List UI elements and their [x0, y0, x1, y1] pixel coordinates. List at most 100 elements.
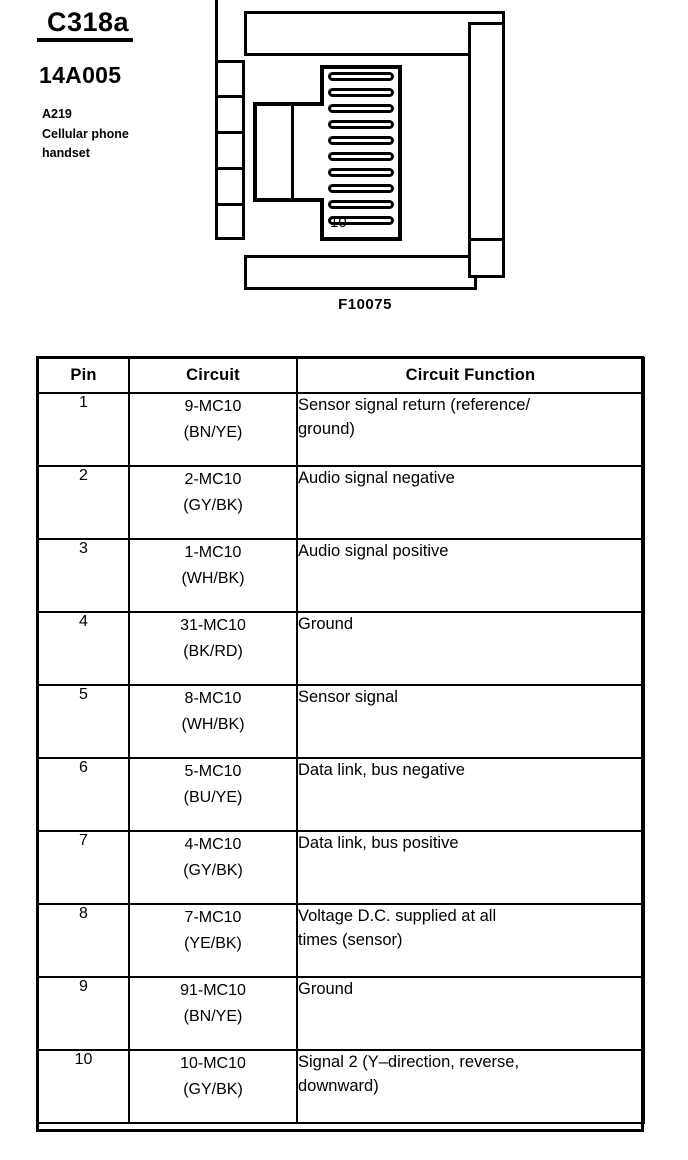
latch-tab-divider	[215, 95, 245, 98]
function-text-line: Audio signal positive	[298, 542, 449, 560]
terminal-pocket-edge	[253, 102, 324, 106]
diagram-reference-label: F10075	[338, 296, 392, 313]
table-row: 5 8-MC10 (WH/BK) Sensor signal	[37, 684, 645, 759]
terminal-number-label: 10	[330, 214, 347, 231]
circuit-code: 91-MC10	[180, 982, 246, 999]
terminal-pocket-divider	[291, 102, 294, 202]
cell-circuit-function: Sensor signal return (reference/ground)	[296, 392, 645, 467]
wire-color-code: (BU/YE)	[183, 788, 243, 806]
connector-side-rail	[468, 22, 505, 278]
connector-housing-top-flange	[244, 11, 505, 56]
function-text-line: Signal 2 (Y–direction, reverse,	[298, 1053, 520, 1071]
latch-tab-divider	[215, 167, 245, 170]
function-text-line: Data link, bus negative	[298, 761, 465, 779]
component-name-line2: handset	[42, 146, 90, 161]
terminal-slot	[328, 120, 394, 129]
terminal-pocket-edge	[320, 65, 402, 69]
cell-pin-number: 1	[37, 392, 130, 467]
cell-pin-number: 2	[37, 465, 130, 540]
cell-circuit-function: Audio signal negative	[296, 465, 645, 540]
table-row: 10 10-MC10 (GY/BK) Signal 2 (Y–direction, r…	[37, 1049, 645, 1124]
cell-pin-number: 7	[37, 830, 130, 905]
table-row: 2 2-MC10 (GY/BK) Audio signal negative	[37, 465, 645, 540]
cell-circuit: 10-MC10 (GY/BK)	[128, 1049, 298, 1124]
column-header-pin: Pin	[37, 357, 130, 394]
connector-latch-tab-strip	[215, 60, 245, 240]
cell-circuit-function: Sensor signal	[296, 684, 645, 759]
terminal-pocket-edge	[320, 237, 402, 241]
cell-circuit: 2-MC10 (GY/BK)	[128, 465, 298, 540]
connector-diagram: 10 F10075	[215, 0, 515, 320]
function-text-line: downward)	[298, 1076, 379, 1095]
terminal-slot	[328, 184, 394, 193]
wire-color-code: (BK/RD)	[183, 642, 243, 660]
cell-circuit-function: Audio signal positive	[296, 538, 645, 613]
terminal-pocket-edge	[253, 102, 257, 202]
terminal-slot	[328, 200, 394, 209]
component-description: A219 Cellular phone handset	[37, 105, 207, 163]
terminal-slot	[328, 216, 394, 225]
circuit-code: 8-MC10	[184, 690, 242, 707]
connector-header: C318a 14A005 A219 Cellular phone handset	[37, 8, 207, 163]
function-text-line: Sensor signal return (reference/	[298, 396, 531, 414]
cell-pin-number: 3	[37, 538, 130, 613]
cell-circuit: 5-MC10 (BU/YE)	[128, 757, 298, 832]
function-text-line: Ground	[298, 615, 354, 633]
cell-circuit: 31-MC10 (BK/RD)	[128, 611, 298, 686]
wire-color-code: (GY/BK)	[183, 861, 243, 879]
table-row: 9 91-MC10 (BN/YE) Ground	[37, 976, 645, 1051]
circuit-code: 1-MC10	[184, 544, 242, 561]
terminal-pocket-edge	[320, 65, 324, 105]
wire-color-code: (BN/YE)	[183, 423, 243, 441]
wire-color-code: (WH/BK)	[181, 715, 245, 733]
circuit-code: 31-MC10	[180, 617, 246, 634]
terminal-slot	[328, 168, 394, 177]
latch-tab-divider	[215, 131, 245, 134]
function-text-line: Data link, bus positive	[298, 834, 459, 852]
terminal-pocket-edge	[320, 198, 324, 241]
terminal-slot	[328, 88, 394, 97]
terminal-slot	[328, 72, 394, 81]
terminal-pocket-edge	[253, 198, 324, 202]
function-text-line: Sensor signal	[298, 688, 398, 706]
terminal-slot	[328, 136, 394, 145]
cell-pin-number: 8	[37, 903, 130, 978]
terminal-pocket-edge	[398, 65, 402, 241]
function-text-line: times (sensor)	[298, 930, 403, 949]
circuit-code: 10-MC10	[180, 1055, 246, 1072]
wire-color-code: (BN/YE)	[183, 1007, 243, 1025]
cell-circuit-function: Signal 2 (Y–direction, reverse, downward)	[296, 1049, 645, 1124]
circuit-code: 4-MC10	[184, 836, 242, 853]
column-header-circuit: Circuit	[128, 357, 298, 394]
circuit-code: 5-MC10	[184, 763, 242, 780]
latch-tab-divider	[215, 203, 245, 206]
table-header-row: Pin Circuit Circuit Function	[37, 357, 645, 394]
cell-pin-number: 9	[37, 976, 130, 1051]
function-text-line: ground)	[298, 419, 355, 438]
cell-circuit: 9-MC10(BN/YE)	[128, 392, 298, 467]
connector-side-rail-divider	[468, 238, 505, 241]
wire-color-code: (GY/BK)	[183, 496, 243, 514]
cell-pin-number: 5	[37, 684, 130, 759]
table-row: 7 4-MC10 (GY/BK) Data link, bus positive	[37, 830, 645, 905]
cell-pin-number: 10	[37, 1049, 130, 1124]
function-text-line: Voltage D.C. supplied at all	[298, 907, 497, 925]
component-name-line1: Cellular phone	[42, 126, 129, 141]
connector-housing-body-edge	[244, 53, 505, 56]
connector-id-title: C318a	[37, 8, 134, 43]
wire-color-code: (GY/BK)	[183, 1080, 243, 1098]
terminal-slot	[328, 104, 394, 113]
cell-circuit-function: Data link, bus positive	[296, 830, 645, 905]
cell-circuit-function: Ground	[296, 611, 645, 686]
cell-circuit-function: Voltage D.C. supplied at all times (senso…	[296, 903, 645, 978]
terminal-slot	[328, 152, 394, 161]
function-text-line: Audio signal negative	[298, 469, 455, 487]
circuit-code: 2-MC10	[184, 471, 242, 488]
cell-circuit: 91-MC10 (BN/YE)	[128, 976, 298, 1051]
function-text-line: Ground	[298, 980, 354, 998]
